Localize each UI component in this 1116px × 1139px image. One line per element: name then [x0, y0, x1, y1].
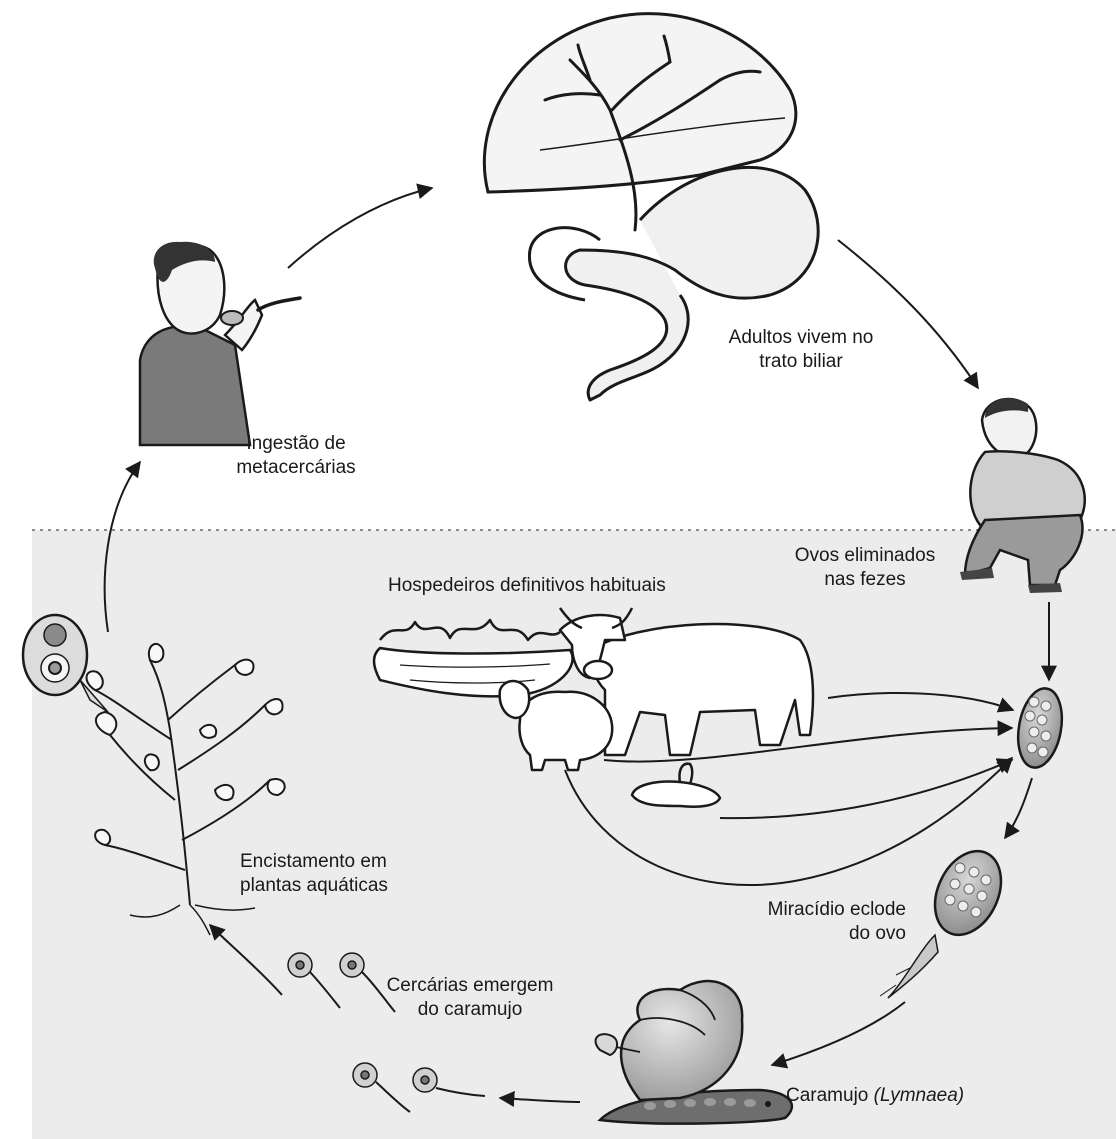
- person-eating-icon: [140, 242, 300, 445]
- label-snail-genus: (Lymnaea): [874, 1085, 964, 1106]
- label-eggs-line2: nas fezes: [780, 568, 950, 592]
- label-encystment-line1: Encistamento em: [240, 850, 420, 874]
- label-snail: Caramujo (Lymnaea): [786, 1084, 996, 1108]
- label-encystment: Encistamento em plantas aquáticas: [240, 850, 420, 898]
- label-miracidium: Miracídio eclode do ovo: [756, 898, 906, 946]
- label-ingestion: Ingestão de metacercárias: [226, 432, 366, 480]
- label-adults-line1: Adultos vivem no: [716, 326, 886, 350]
- label-miracidium-line1: Miracídio eclode: [756, 898, 906, 922]
- label-eggs-line1: Ovos eliminados: [780, 544, 950, 568]
- label-ingestion-line2: metacercárias: [226, 456, 366, 480]
- label-eggs: Ovos eliminados nas fezes: [780, 544, 950, 592]
- label-ingestion-line1: Ingestão de: [226, 432, 366, 456]
- arrow-ingestion-to-liver: [288, 188, 432, 268]
- label-cercariae-line1: Cercárias emergem: [380, 974, 560, 998]
- label-encystment-line2: plantas aquáticas: [240, 874, 420, 898]
- label-cercariae-line2: do caramujo: [380, 998, 560, 1022]
- label-cercariae: Cercárias emergem do caramujo: [380, 974, 560, 1022]
- label-adults: Adultos vivem no trato biliar: [716, 326, 886, 374]
- label-hosts-text: Hospedeiros definitivos habituais: [388, 574, 708, 598]
- label-snail-prefix: Caramujo: [786, 1085, 874, 1106]
- label-miracidium-line2: do ovo: [756, 922, 906, 946]
- label-hosts: Hospedeiros definitivos habituais: [388, 574, 708, 598]
- label-adults-line2: trato biliar: [716, 350, 886, 374]
